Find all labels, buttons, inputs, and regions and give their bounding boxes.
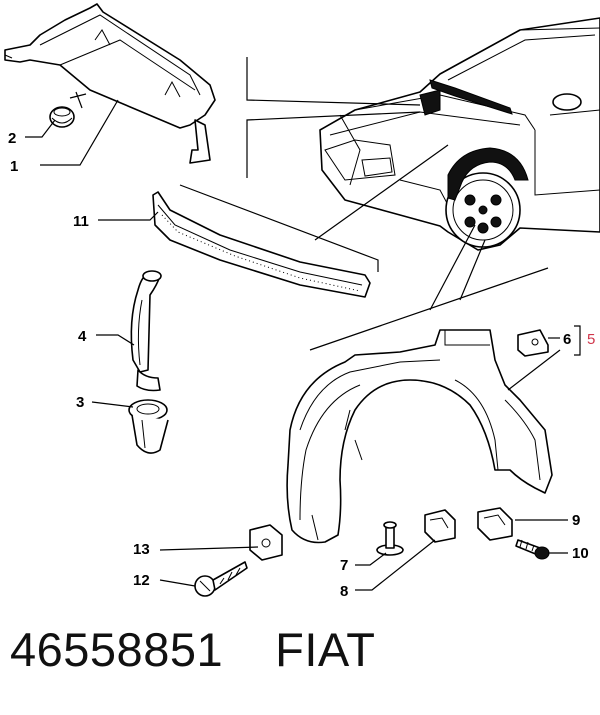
callout-7: 7: [340, 557, 348, 574]
part-2-clip: [49, 106, 75, 128]
callout-6: 6: [563, 331, 571, 348]
part-6-clip: [517, 329, 549, 357]
part-8-clip: [424, 509, 456, 543]
car-front-illustration: [319, 17, 600, 251]
callout-5: 5: [587, 331, 595, 348]
part-11-weatherstrip: [152, 191, 371, 298]
callout-2: 2: [8, 130, 16, 147]
callout-10: 10: [572, 545, 589, 562]
callout-11: 11: [73, 213, 89, 230]
parts-diagram: 1 2 11 4 3 6 5 9 13 10 7 12 8: [4, 3, 600, 600]
part-13-speed-nut: [249, 524, 283, 561]
callout-1: 1: [10, 158, 18, 175]
brand-name: FIAT: [275, 623, 376, 676]
part-10-screw: [515, 539, 550, 560]
callout-8: 8: [340, 583, 348, 600]
part-number: 46558851: [10, 623, 224, 676]
part-7-push-pin: [376, 521, 404, 556]
callout-4: 4: [78, 328, 87, 345]
part-3-grommet: [128, 399, 169, 454]
callout-9: 9: [572, 512, 580, 529]
callout-3: 3: [76, 394, 84, 411]
part-9-clip: [477, 507, 513, 541]
part-4-drain-hose: [130, 270, 162, 392]
part-12-screw: [194, 561, 248, 597]
part-info-footer: 46558851 FIAT: [10, 622, 375, 692]
callout-13: 13: [133, 541, 150, 558]
part-5-wheel-arch-liner: [286, 329, 553, 544]
part-1-seal-panel: [4, 3, 216, 164]
callout-12: 12: [133, 572, 150, 589]
